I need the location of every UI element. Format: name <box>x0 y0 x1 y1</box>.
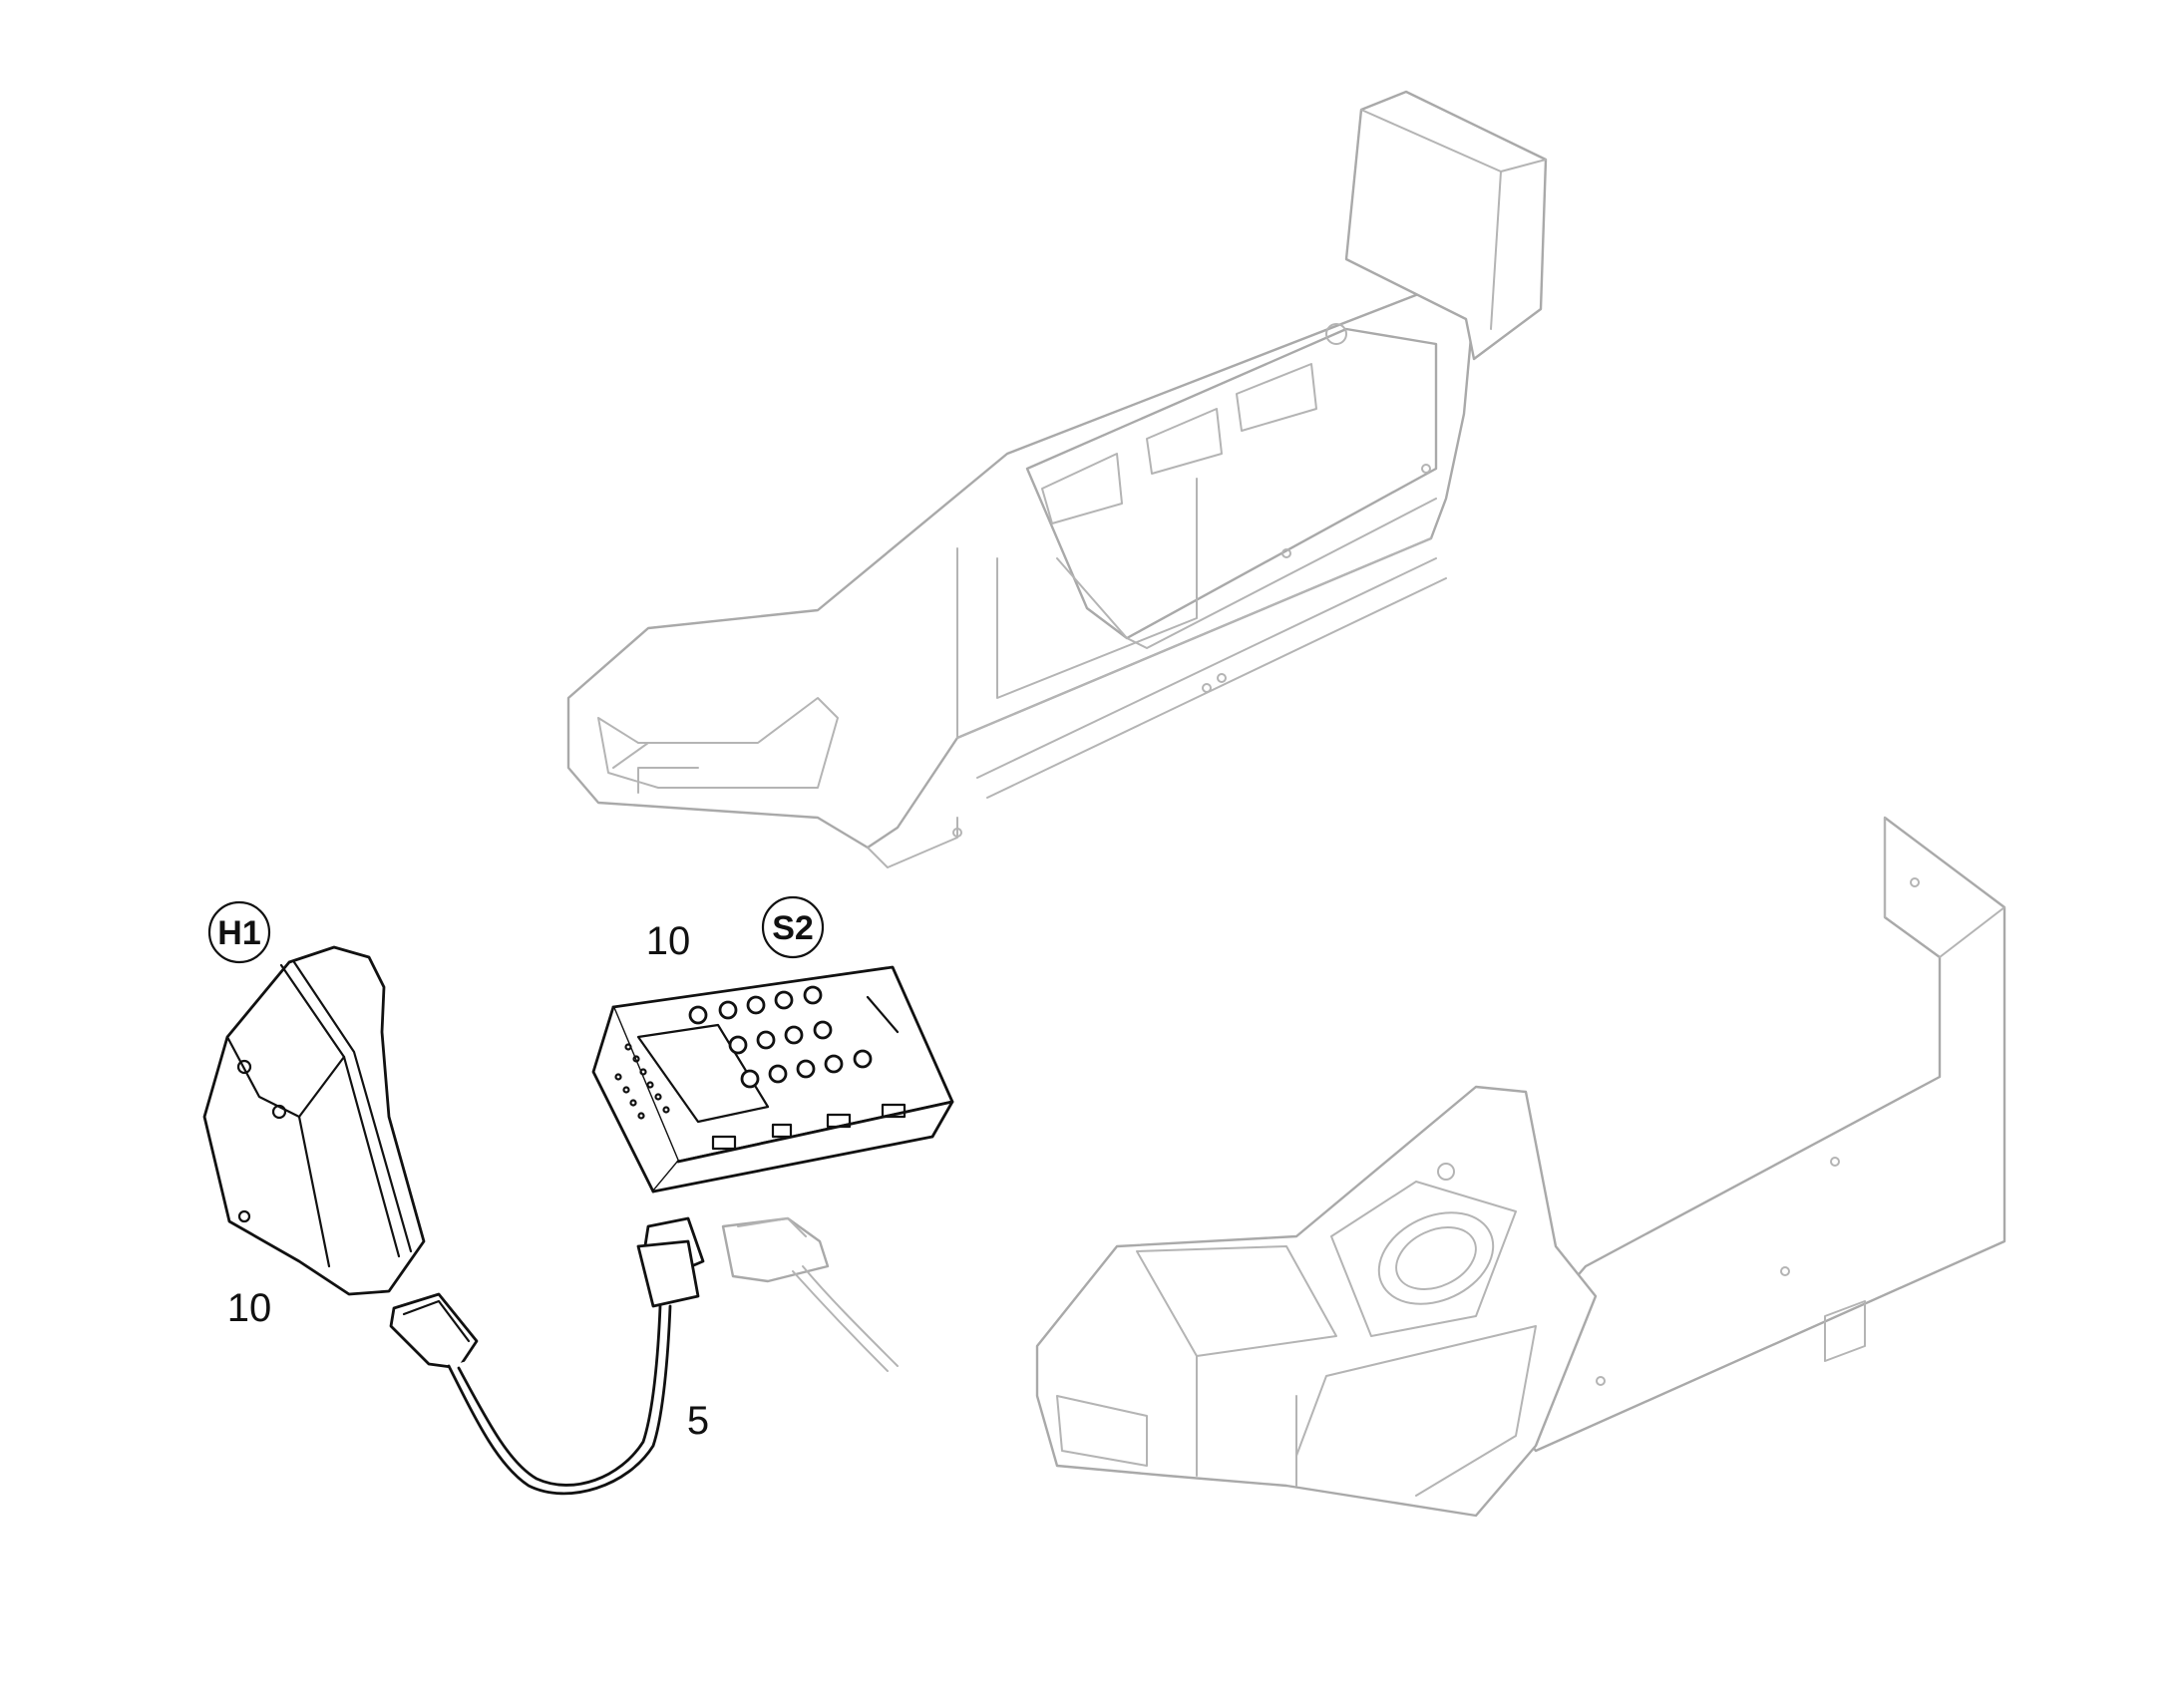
s2-badge-label: S2 <box>772 909 814 947</box>
h1-badge: H1 <box>207 900 271 964</box>
switch-panel-s2 <box>591 965 954 1194</box>
lower-console-shell <box>1035 816 2006 1518</box>
panel-quantity-label: 10 <box>646 919 691 963</box>
cable-assembly <box>389 1216 705 1496</box>
h1-badge-label: H1 <box>217 914 260 952</box>
handle-quantity-label: 10 <box>227 1286 272 1330</box>
mating-connector <box>721 1216 899 1372</box>
s2-badge: S2 <box>761 895 825 959</box>
indicator-leds <box>614 1043 670 1120</box>
handle-h1 <box>202 945 426 1296</box>
cable-quantity-label: 5 <box>687 1399 709 1443</box>
toggle-switches <box>688 985 873 1089</box>
panel-sockets <box>711 1103 907 1151</box>
upper-console-shell <box>566 90 1548 868</box>
